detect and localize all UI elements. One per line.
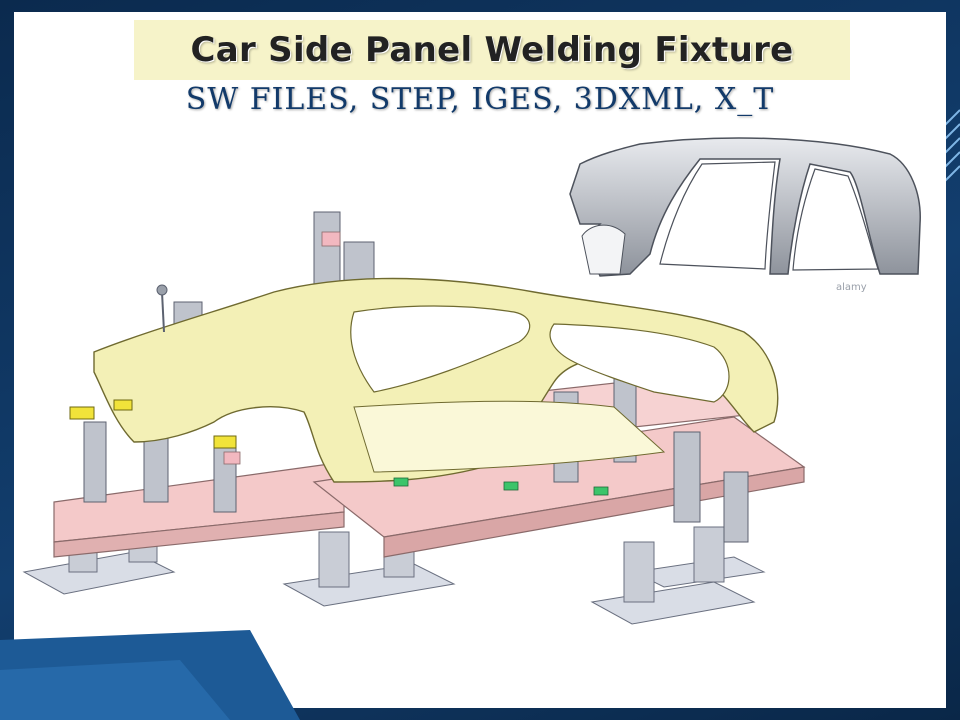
welding-fixture-illustration (22, 211, 806, 625)
title-banner: Car Side Panel Welding Fixture (134, 20, 850, 80)
decorative-corner (0, 630, 300, 720)
car-side-panel-image: alamy (569, 137, 921, 293)
watermark-text: alamy (836, 282, 867, 293)
page-title: Car Side Panel Welding Fixture (190, 30, 794, 70)
file-formats-subtitle: SW FILES, STEP, IGES, 3DXML, X_T (185, 82, 775, 117)
content-panel: Car Side Panel Welding Fixture SW FILES,… (14, 12, 946, 708)
